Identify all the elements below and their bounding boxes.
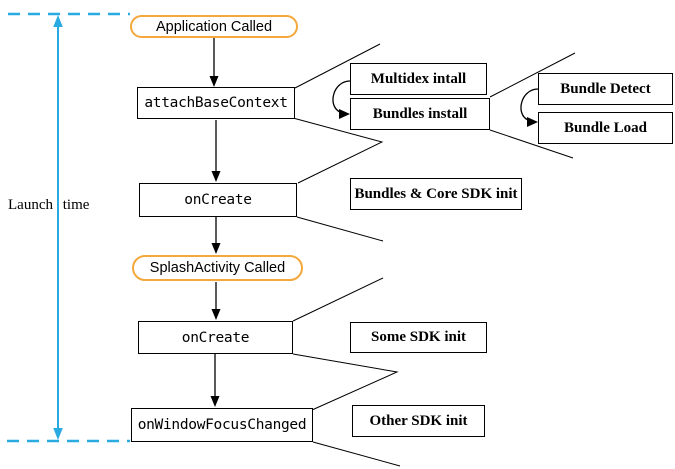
multidex-install-box: Multidex intall xyxy=(350,63,487,95)
flow-arrow-application-to-attach xyxy=(209,38,219,87)
oncreate-application-box: onCreate xyxy=(139,183,297,217)
fan-lines-attach-base-context xyxy=(292,43,384,184)
launch-time-label: Launch time xyxy=(8,197,90,213)
oncreate-splash-box: onCreate xyxy=(138,321,293,354)
loop-arrow-multidex-to-bundles-install xyxy=(332,80,351,119)
fan-lines-oncreate-splash xyxy=(292,277,399,411)
other-sdk-init-box: Other SDK init xyxy=(352,405,485,437)
fan-lines-bundles-install xyxy=(489,52,576,159)
flow-arrow-attach-to-oncreate xyxy=(211,120,221,182)
bundles-install-box: Bundles install xyxy=(350,98,490,130)
fan-lines-onwindowfocus xyxy=(312,441,401,467)
splash-activity-called-pill: SplashActivity Called xyxy=(132,255,303,281)
flow-arrow-oncreate-to-splash xyxy=(211,217,221,254)
timeline-double-arrow xyxy=(53,15,63,440)
bundles-core-sdk-init-box: Bundles & Core SDK init xyxy=(350,178,522,210)
fan-lines-oncreate-app xyxy=(296,216,384,242)
attach-base-context-box: attachBaseContext xyxy=(137,87,295,119)
loop-arrow-bundle-detect-to-bundle-load xyxy=(520,88,539,127)
onwindowfocuschanged-box: onWindowFocusChanged xyxy=(131,408,313,442)
application-called-pill: Application Called xyxy=(130,15,298,38)
some-sdk-init-box: Some SDK init xyxy=(350,322,487,353)
bundle-detect-box: Bundle Detect xyxy=(538,73,673,105)
flow-arrow-oncreate2-to-onwindowfocus xyxy=(210,354,220,407)
bundle-load-box: Bundle Load xyxy=(538,112,673,144)
flow-arrow-splash-to-oncreate2 xyxy=(211,282,221,320)
